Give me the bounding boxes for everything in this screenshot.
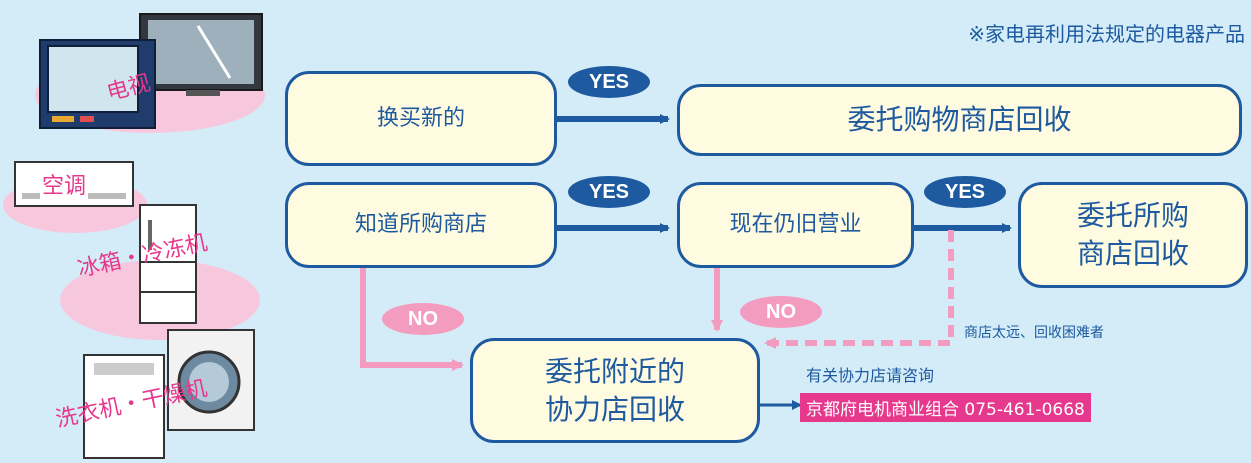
box-return-purchase-line1: 委托所购: [1076, 199, 1189, 233]
yes-pill-2: YES: [568, 176, 650, 208]
washer-icon: [83, 329, 255, 459]
box-nearby-shop: 委托附近的 协力店回收: [470, 338, 760, 443]
far-note: 商店太远、回收困难者: [964, 325, 1104, 341]
refrigerator-icon: [60, 204, 260, 340]
no-pill-2: NO: [740, 296, 822, 328]
note-text: ※家电再利用法规定的电器产品: [968, 22, 1245, 46]
aircon-label: 空调: [40, 168, 89, 200]
box-still-open-text: 现在仍旧营业: [729, 212, 862, 238]
no-pill-1: NO: [382, 303, 464, 335]
arrow-no-1: [360, 268, 464, 371]
box-buy-new-text: 换买新的: [376, 105, 465, 131]
contact-label: 有关协力店请咨询: [806, 366, 935, 385]
box-nearby-line1: 委托附近的: [544, 354, 685, 388]
yes-pill-3: YES: [924, 176, 1006, 208]
box-still-open: 现在仍旧营业: [677, 182, 914, 268]
tv-icon: [35, 13, 265, 133]
arrow-far-dashed: [764, 230, 954, 349]
box-return-purchase-line2: 商店回收: [1076, 237, 1189, 270]
yes-pill-1: YES: [568, 66, 650, 98]
box-know-shop-text: 知道所购商店: [354, 212, 487, 238]
contact-info: 京都府电机商业组合 075-461-0668: [800, 393, 1091, 422]
box-return-to-shop: 委托购物商店回收: [677, 84, 1242, 156]
box-return-purchase: 委托所购 商店回收: [1018, 182, 1248, 288]
box-buy-new: 换买新的: [285, 71, 557, 166]
box-return-to-shop-text: 委托购物商店回收: [847, 103, 1072, 137]
box-nearby-line2: 协力店回收: [544, 392, 685, 426]
box-know-shop: 知道所购商店: [285, 182, 557, 268]
